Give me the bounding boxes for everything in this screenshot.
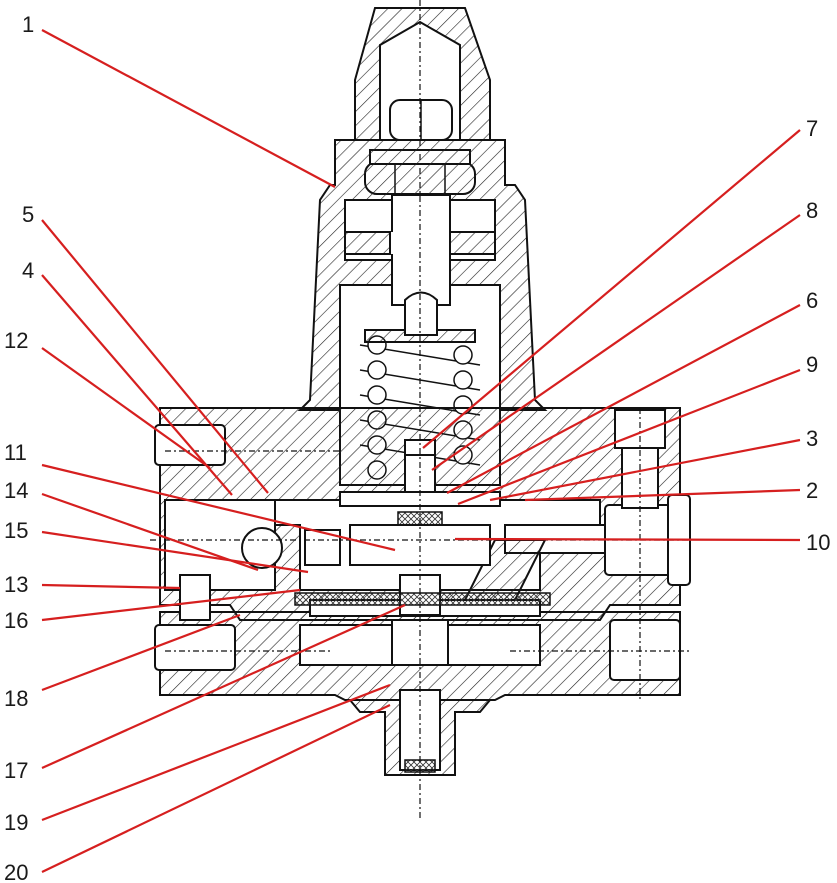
leader-5 (41, 219, 269, 494)
leader-20 (41, 704, 391, 873)
leader-18 (41, 613, 241, 692)
leader-2 (524, 488, 801, 502)
leader-12 (41, 347, 211, 469)
leader-4 (41, 274, 233, 496)
leader-8 (431, 214, 801, 471)
leader-16 (41, 588, 301, 622)
label-7: 7 (806, 116, 818, 141)
label-6: 6 (806, 288, 818, 313)
label-3: 3 (806, 426, 818, 451)
leader-10 (454, 537, 801, 542)
leader-17 (41, 603, 406, 770)
leader-1 (41, 29, 336, 188)
label-13: 13 (4, 572, 28, 597)
leader-11 (41, 463, 396, 552)
label-2: 2 (806, 478, 818, 503)
part-labels: 1 2 3 4 5 6 7 8 9 10 11 12 13 14 15 16 1… (4, 12, 830, 883)
leader-7 (422, 129, 801, 449)
label-9: 9 (806, 352, 818, 377)
leader-14 (41, 492, 259, 572)
label-1: 1 (22, 12, 34, 37)
label-5: 5 (22, 202, 34, 227)
label-15: 15 (4, 518, 28, 543)
leader-15 (41, 530, 309, 574)
side-fittings (154, 409, 691, 681)
label-11: 11 (4, 440, 27, 465)
leader-lines (41, 29, 801, 873)
label-16: 16 (4, 608, 28, 633)
leader-9 (457, 368, 801, 506)
leader-3 (489, 438, 801, 502)
leader-6 (446, 304, 801, 494)
label-10: 10 (806, 530, 830, 555)
label-4: 4 (22, 258, 34, 283)
label-8: 8 (806, 198, 818, 223)
leader-19 (41, 683, 391, 822)
label-12: 12 (4, 328, 28, 353)
label-20: 20 (4, 860, 28, 883)
label-17: 17 (4, 758, 28, 783)
label-14: 14 (4, 478, 28, 503)
leader-13 (41, 583, 181, 590)
label-18: 18 (4, 686, 28, 711)
label-19: 19 (4, 810, 28, 835)
